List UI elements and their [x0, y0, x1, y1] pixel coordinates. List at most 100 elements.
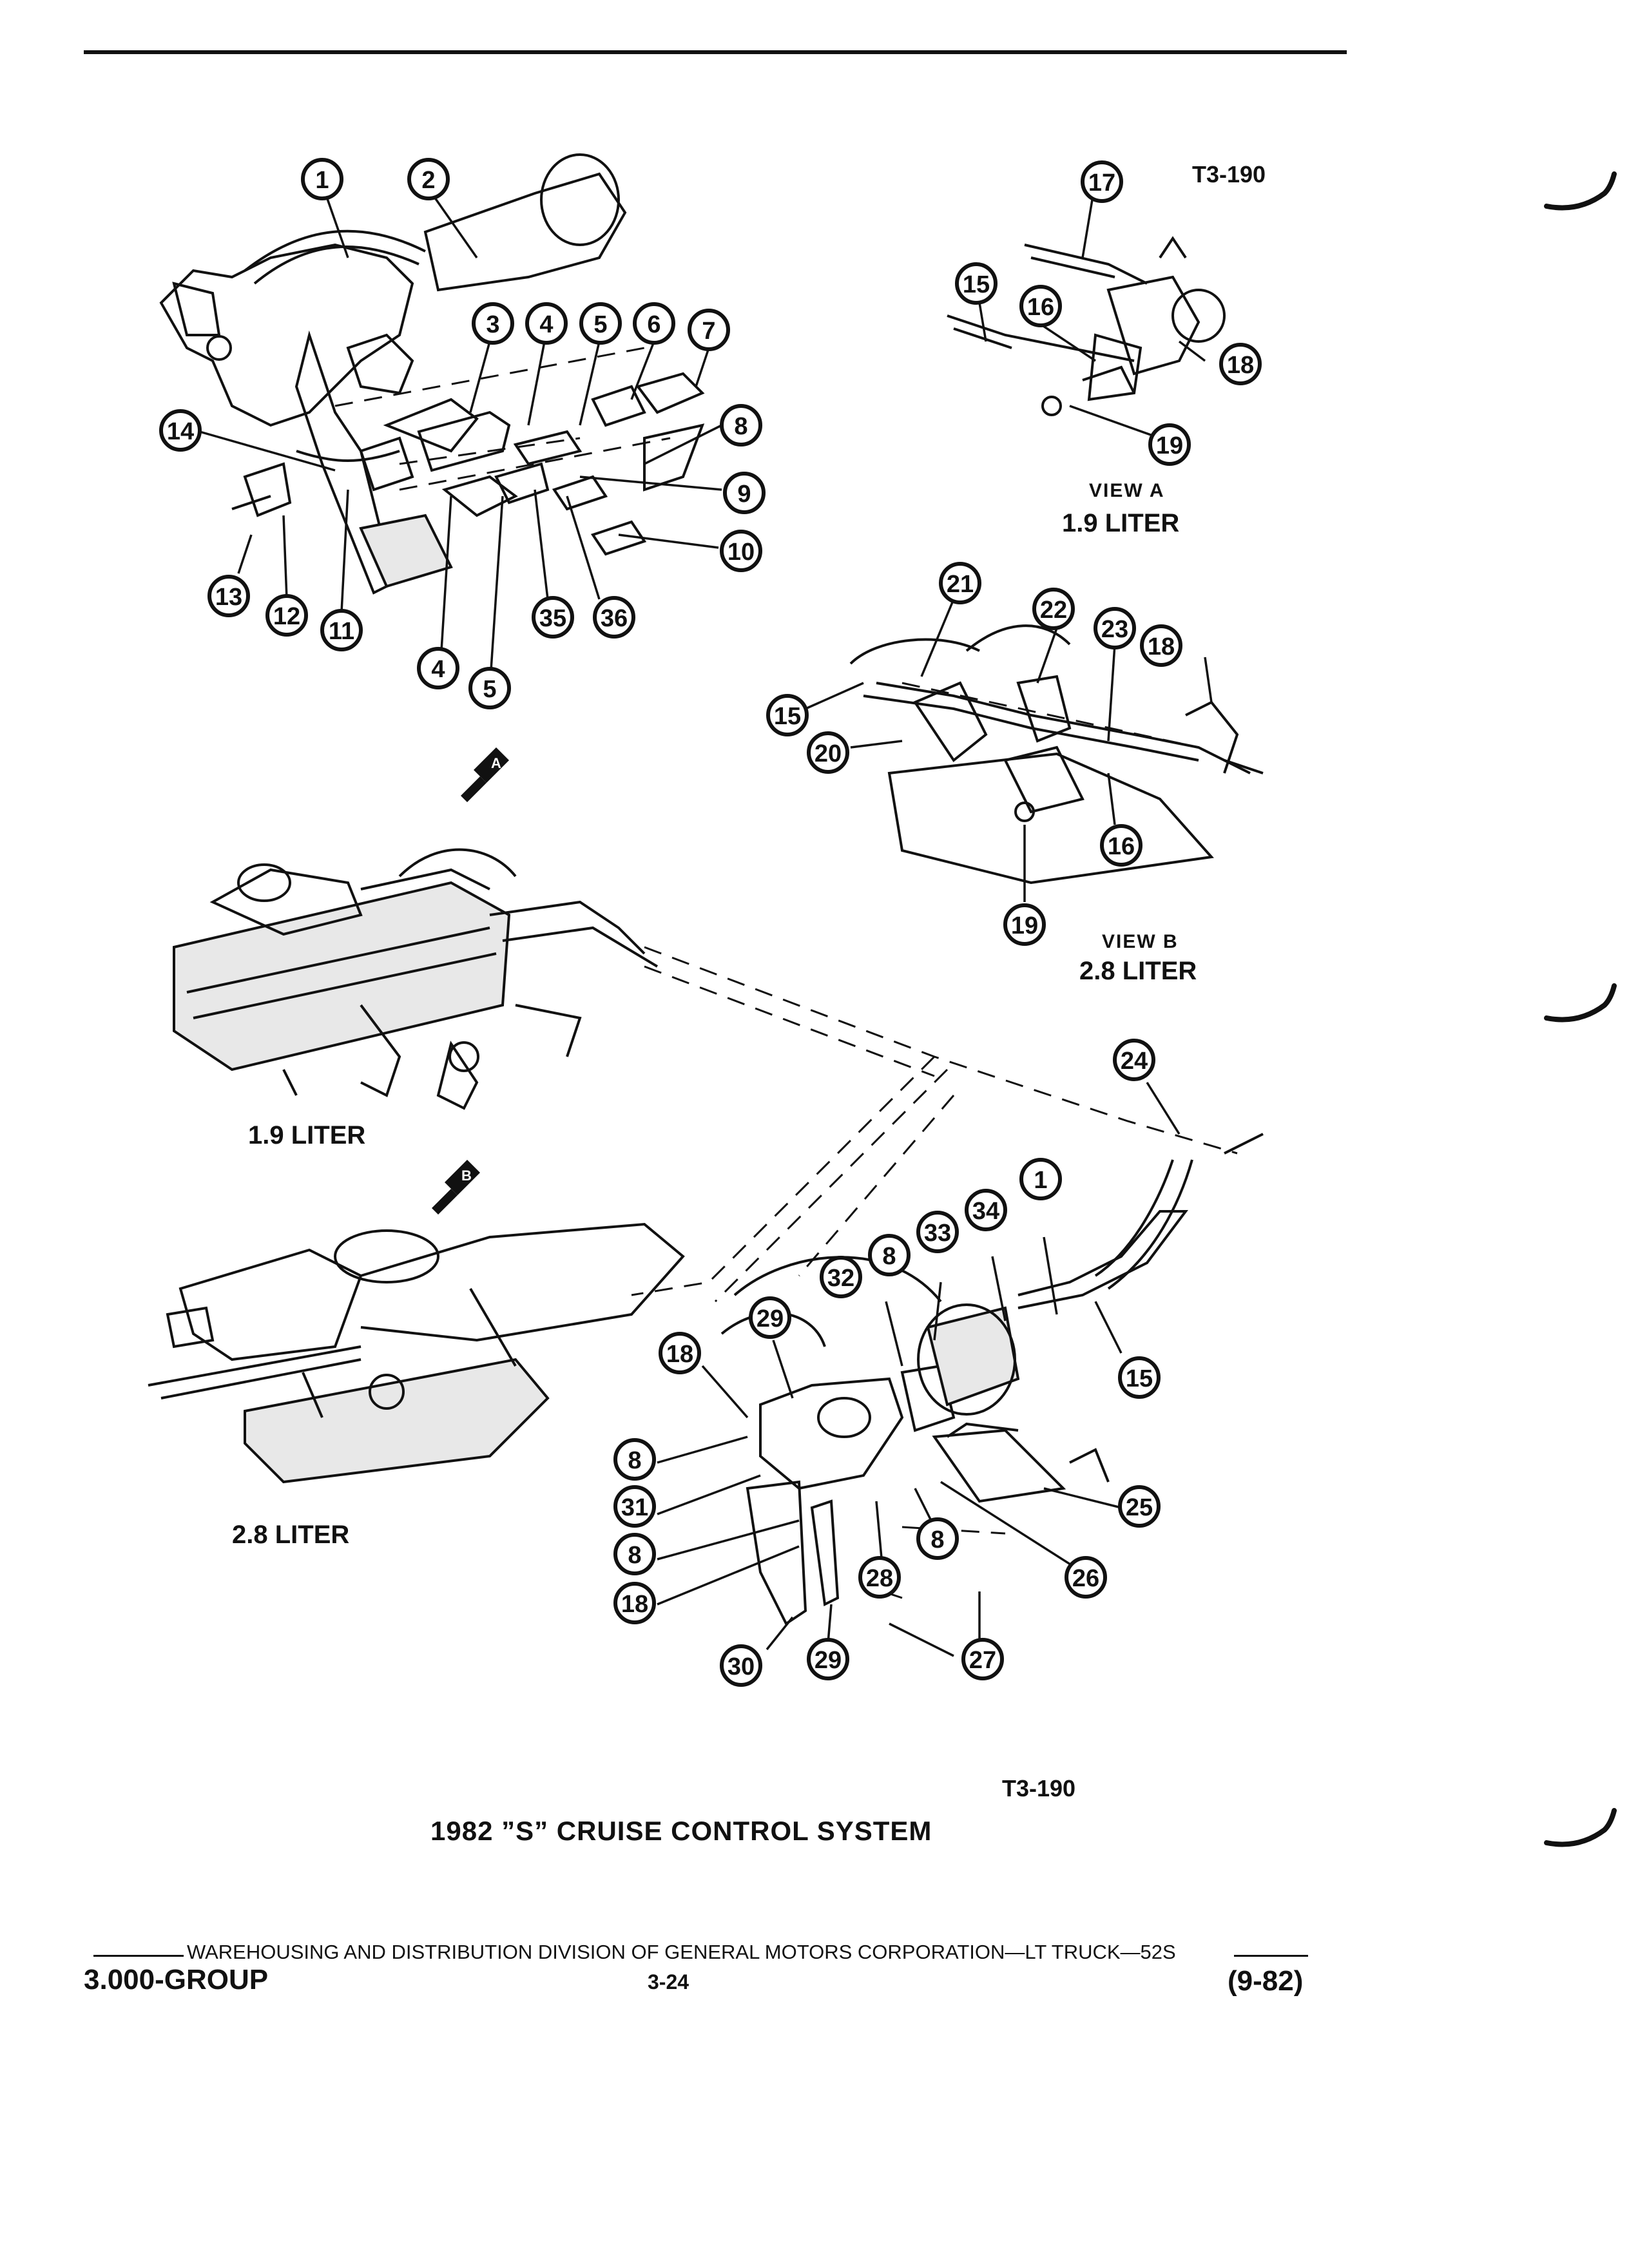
margin-mark-3 — [1544, 1808, 1617, 1847]
footer-rule-right — [1234, 1955, 1308, 1957]
svg-text:21: 21 — [947, 571, 974, 598]
view-a-marker: A — [461, 747, 509, 802]
svg-text:8: 8 — [734, 413, 747, 440]
callout-18b: 18 — [1140, 624, 1182, 667]
view-b-engine-label: 2.8 LITER — [1079, 957, 1197, 985]
callout-16a: 16 — [1019, 285, 1062, 327]
svg-text:6: 6 — [647, 311, 660, 338]
svg-text:18: 18 — [1227, 352, 1254, 379]
callout-10: 10 — [720, 530, 762, 572]
callout-29b: 29 — [807, 1638, 849, 1680]
engine-1-9-illustration — [173, 848, 659, 1110]
svg-text:8: 8 — [628, 1447, 641, 1474]
svg-text:33: 33 — [924, 1220, 951, 1247]
callout-21: 21 — [939, 562, 981, 604]
callout-17: 17 — [1081, 160, 1123, 203]
svg-text:1: 1 — [1034, 1167, 1047, 1194]
svg-text:32: 32 — [827, 1265, 854, 1292]
svg-text:19: 19 — [1156, 432, 1183, 459]
callout-1: 1 — [301, 158, 343, 200]
engine-2-8-illustration — [148, 1222, 685, 1484]
callout-4b: 4 — [417, 647, 459, 689]
svg-text:11: 11 — [329, 618, 354, 645]
svg-text:1: 1 — [315, 167, 329, 194]
svg-text:3: 3 — [486, 311, 499, 338]
svg-text:23: 23 — [1101, 616, 1128, 643]
svg-text:15: 15 — [774, 703, 801, 730]
svg-text:5: 5 — [593, 311, 607, 338]
callout-1b: 1 — [1019, 1158, 1062, 1200]
callout-31: 31 — [613, 1485, 656, 1528]
callout-27: 27 — [961, 1638, 1004, 1680]
svg-text:22: 22 — [1040, 597, 1067, 624]
callout-18d: 18 — [613, 1582, 656, 1624]
callout-20: 20 — [807, 731, 849, 774]
callout-8b: 8 — [868, 1234, 911, 1276]
engine-2-8-label: 2.8 LITER — [232, 1521, 350, 1549]
diagram-title: 1982 ”S” CRUISE CONTROL SYSTEM — [430, 1816, 932, 1846]
svg-text:31: 31 — [621, 1494, 648, 1521]
callout-14: 14 — [159, 409, 202, 452]
callout-22: 22 — [1032, 588, 1075, 630]
callout-23: 23 — [1094, 607, 1136, 649]
svg-text:28: 28 — [866, 1565, 893, 1592]
svg-text:17: 17 — [1088, 169, 1115, 197]
view-a-illustration — [947, 236, 1226, 416]
engine-1-9-label: 1.9 LITER — [248, 1121, 366, 1149]
view-b-marker: B — [432, 1160, 480, 1215]
callout-12: 12 — [265, 594, 308, 637]
ref-code-bottom: T3-190 — [1002, 1775, 1076, 1802]
callout-8c: 8 — [613, 1438, 656, 1481]
svg-text:26: 26 — [1072, 1565, 1099, 1592]
leader-lines — [199, 192, 1213, 1657]
callout-30: 30 — [720, 1644, 762, 1687]
svg-text:35: 35 — [539, 605, 566, 632]
svg-text:5: 5 — [483, 676, 496, 703]
svg-text:15: 15 — [963, 271, 990, 298]
callout-4: 4 — [525, 302, 568, 345]
view-a-label: VIEW A — [1089, 480, 1165, 501]
callout-19b: 19 — [1003, 903, 1046, 946]
callout-33: 33 — [916, 1211, 959, 1253]
svg-text:15: 15 — [1126, 1365, 1153, 1392]
svg-text:29: 29 — [757, 1305, 784, 1332]
svg-text:24: 24 — [1121, 1048, 1148, 1075]
svg-text:19: 19 — [1011, 912, 1038, 939]
svg-text:4: 4 — [431, 656, 445, 683]
callout-36: 36 — [593, 596, 635, 639]
callout-8e: 8 — [916, 1517, 959, 1560]
svg-text:2: 2 — [421, 167, 435, 194]
callout-25: 25 — [1118, 1485, 1161, 1528]
callout-24: 24 — [1113, 1039, 1155, 1081]
svg-text:A: A — [491, 755, 501, 771]
callout-16b: 16 — [1100, 824, 1142, 867]
callout-32: 32 — [820, 1256, 862, 1298]
callout-9: 9 — [723, 472, 766, 514]
svg-text:18: 18 — [1148, 633, 1175, 660]
svg-text:13: 13 — [215, 584, 242, 611]
footer-date: (9-82) — [1228, 1965, 1304, 1997]
svg-text:9: 9 — [737, 481, 751, 508]
callout-5: 5 — [579, 302, 622, 345]
cable-routing — [631, 946, 1264, 1303]
svg-text:8: 8 — [628, 1542, 641, 1569]
callout-2: 2 — [407, 158, 450, 200]
margin-mark-1 — [1544, 171, 1617, 211]
svg-text:4: 4 — [539, 311, 553, 338]
callout-5b: 5 — [468, 667, 511, 709]
svg-text:30: 30 — [728, 1653, 755, 1680]
footer-page-number: 3-24 — [648, 1970, 689, 1994]
callout-8d: 8 — [613, 1533, 656, 1575]
pedal-assembly-illustration — [159, 153, 705, 595]
callout-15b: 15 — [766, 694, 809, 736]
callout-8: 8 — [720, 404, 762, 447]
footer-group: 3.000-GROUP — [84, 1964, 269, 1995]
svg-text:8: 8 — [882, 1243, 896, 1270]
svg-text:14: 14 — [167, 418, 194, 445]
svg-text:29: 29 — [815, 1647, 842, 1674]
view-b-illustration — [849, 624, 1264, 885]
callout-18c: 18 — [659, 1332, 701, 1374]
callout-26: 26 — [1065, 1556, 1107, 1599]
callout-6: 6 — [633, 302, 675, 345]
callout-11: 11 — [320, 609, 363, 651]
